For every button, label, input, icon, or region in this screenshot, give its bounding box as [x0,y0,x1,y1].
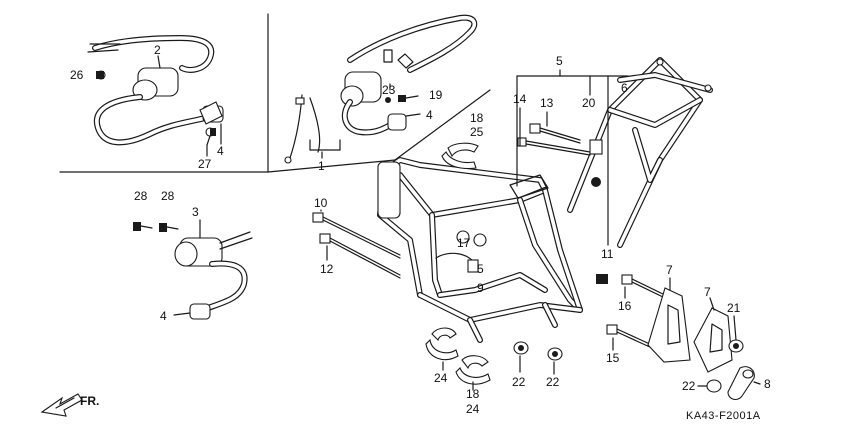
panel-dividers [59,13,491,173]
callout-28a: 28 [134,189,148,203]
callout-22a: 22 [512,375,526,389]
main-frame [377,157,583,343]
callout-28b: 28 [161,189,175,203]
callout-22b: 22 [546,375,560,389]
long-bolts-10-12 [312,212,401,279]
leader-lines [157,55,761,391]
callout-7a: 7 [666,263,673,277]
callout-18b: 18 [466,387,480,401]
callout-8: 8 [764,377,771,391]
callout-7b: 7 [704,285,711,299]
callout-2: 2 [154,43,161,57]
diagram-code: KA43-F2001A [686,410,761,422]
callout-labels: 2 26 27 4 1 23 19 4 18 25 5 14 13 20 6 2… [70,43,771,416]
callout-4a: 4 [217,144,224,158]
callout-15: 15 [606,351,620,365]
bolt-28-pair [133,222,179,232]
callout-22c: 22 [682,379,696,393]
callout-5a: 5 [556,54,563,68]
bolts-13-14 [517,123,603,156]
callout-19: 19 [429,88,443,102]
bottom-clamps-nuts [425,327,563,385]
callout-4c: 4 [160,309,167,323]
callout-26: 26 [70,68,84,82]
callout-1: 1 [318,159,325,173]
front-direction-arrow: FR. [40,393,99,417]
collar-18-25 [441,142,479,170]
callout-23: 23 [382,83,396,97]
callout-9: 9 [477,281,484,295]
callout-20: 20 [582,96,596,110]
callout-4b: 4 [426,108,433,122]
callout-11: 11 [601,247,614,261]
callout-14: 14 [513,92,527,106]
callout-10: 10 [314,196,328,210]
bolts-15-16-11 [596,274,666,349]
callout-25: 25 [470,125,484,139]
spark-caps-4 [199,101,223,125]
rear-subframe-6 [567,57,713,248]
callout-21: 21 [727,301,741,315]
callout-3: 3 [192,205,199,219]
callout-24a: 24 [434,371,448,385]
part-harness-1 [284,14,478,164]
callout-18a: 18 [470,111,484,125]
callout-17: 17 [457,236,471,250]
callout-13: 13 [540,96,554,110]
callout-24b: 24 [466,402,480,416]
callout-6: 6 [621,81,628,95]
callout-27: 27 [198,157,212,171]
brackets-7 [647,287,733,373]
small-parts-top-left [96,71,406,136]
callout-16: 16 [618,299,632,313]
callout-12: 12 [320,262,334,276]
direction-label: FR. [80,394,99,408]
callout-5b: 5 [477,262,484,276]
part-ignition-coil-3 [174,231,253,320]
